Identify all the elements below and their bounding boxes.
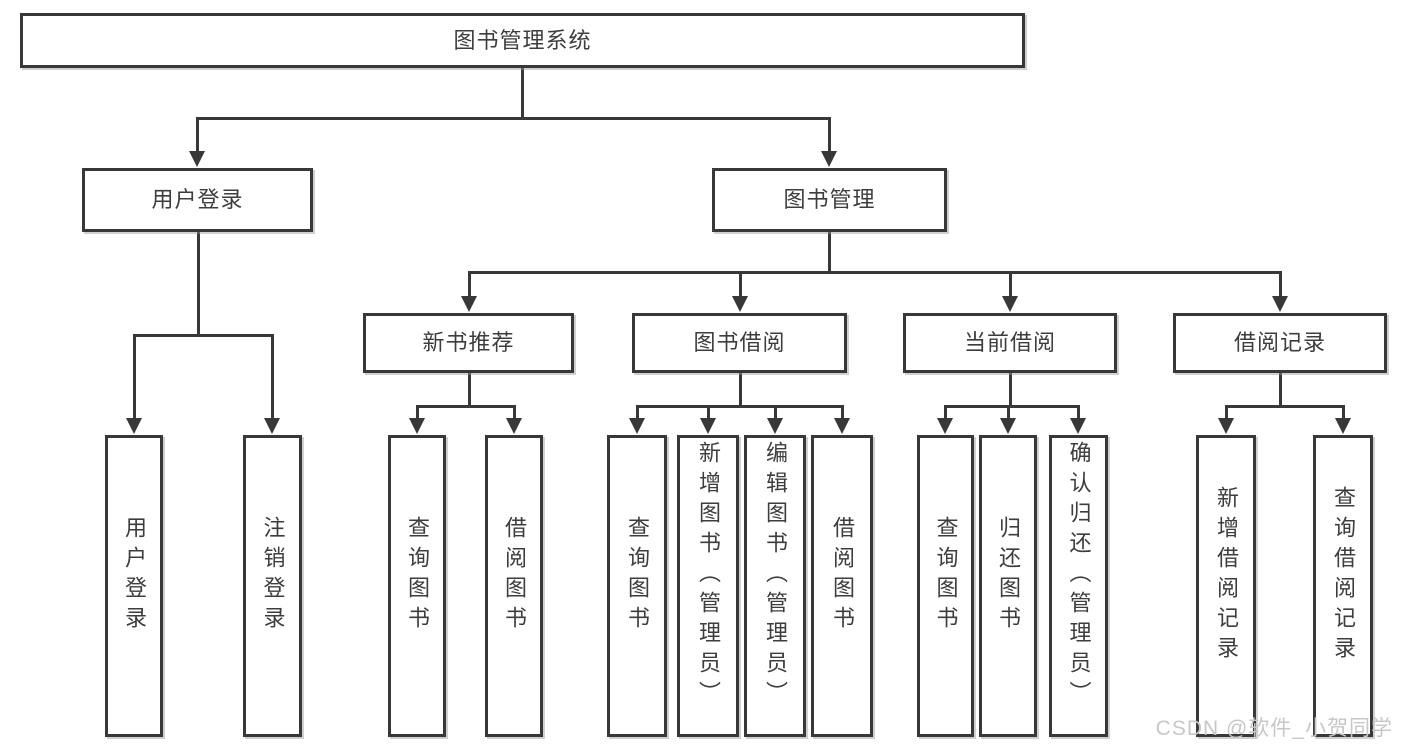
node-leaf-confirm-return: 确认归还（管理员） <box>1049 435 1108 737</box>
arrowhead-down-icon <box>629 418 645 434</box>
edge-drop <box>1278 272 1282 300</box>
node-leaf-query-borrow-record: 查询借阅记录 <box>1313 435 1373 737</box>
node-label-leaf-query-book-3: 查询图书 <box>933 516 959 636</box>
edge-drop <box>132 335 136 422</box>
node-label-leaf-add-borrow-record: 新增借阅记录 <box>1214 486 1239 666</box>
arrowhead-down-icon <box>821 151 837 167</box>
edge-bar <box>943 404 1080 408</box>
arrowhead-down-icon <box>732 296 748 312</box>
node-label-leaf-query-book-2: 查询图书 <box>625 516 650 636</box>
edge-drop <box>827 118 831 155</box>
node-label-current-borrow: 当前借阅 <box>963 330 1056 355</box>
node-book-management: 图书管理 <box>712 168 947 232</box>
edge-drop <box>773 406 777 422</box>
node-current-borrow: 当前借阅 <box>903 313 1117 373</box>
arrowhead-down-icon <box>767 418 783 434</box>
node-label-leaf-borrow-book-1: 借阅图书 <box>502 516 527 636</box>
edge-bar <box>1224 404 1345 408</box>
edge-drop <box>943 406 947 422</box>
node-leaf-edit-book: 编辑图书（管理员） <box>744 435 806 737</box>
csdn-watermark: CSDN @软件_小贺同学 <box>1155 717 1393 740</box>
node-label-leaf-confirm-return: 确认归还（管理员） <box>1066 441 1092 711</box>
arrowhead-down-icon <box>1218 418 1234 434</box>
node-new-book-recommend: 新书推荐 <box>363 313 574 373</box>
node-leaf-logout: 注销登录 <box>243 435 302 737</box>
node-leaf-user-login: 用户登录 <box>105 435 163 737</box>
arrowhead-down-icon <box>506 418 522 434</box>
arrowhead-down-icon <box>937 418 953 434</box>
edge-stem <box>520 68 524 120</box>
node-label-leaf-user-login: 用户登录 <box>122 516 147 636</box>
node-label-leaf-edit-book: 编辑图书（管理员） <box>763 441 788 711</box>
edge-drop <box>1224 406 1228 422</box>
arrowhead-down-icon <box>189 151 205 167</box>
edge-drop <box>1008 272 1012 300</box>
arrowhead-down-icon <box>126 418 142 434</box>
edge-bar <box>635 404 844 408</box>
arrowhead-down-icon <box>1335 418 1351 434</box>
node-label-book-borrow: 图书借阅 <box>693 330 786 355</box>
edge-bar <box>415 404 516 408</box>
node-book-borrow: 图书借阅 <box>632 313 847 373</box>
edge-drop <box>738 272 742 300</box>
arrowhead-down-icon <box>409 418 425 434</box>
arrowhead-down-icon <box>1272 296 1288 312</box>
edge-stem <box>1008 373 1012 408</box>
arrowhead-down-icon <box>834 418 850 434</box>
node-leaf-return-book: 归还图书 <box>979 435 1037 737</box>
node-borrow-records: 借阅记录 <box>1173 313 1387 373</box>
edge-stem <box>1278 373 1282 408</box>
node-leaf-borrow-book-1: 借阅图书 <box>485 435 543 737</box>
node-label-borrow-records: 借阅记录 <box>1233 330 1326 355</box>
node-label-leaf-query-borrow-record: 查询借阅记录 <box>1331 486 1356 666</box>
edge-drop <box>1341 406 1345 422</box>
node-leaf-add-book: 新增图书（管理员） <box>677 435 739 737</box>
node-label-leaf-return-book: 归还图书 <box>996 516 1021 636</box>
edge-drop <box>512 406 516 422</box>
node-label-leaf-add-book: 新增图书（管理员） <box>696 441 721 711</box>
node-leaf-query-book-1: 查询图书 <box>388 435 446 737</box>
edge-bar <box>132 333 274 337</box>
edge-bar <box>195 116 831 120</box>
node-label-new-book-recommend: 新书推荐 <box>422 330 515 355</box>
arrowhead-down-icon <box>461 296 477 312</box>
edge-stem <box>738 373 742 408</box>
arrowhead-down-icon <box>1002 296 1018 312</box>
arrowhead-down-icon <box>1000 418 1016 434</box>
node-label-book-management: 图书管理 <box>783 187 876 212</box>
edge-drop <box>270 335 274 422</box>
edge-stem <box>827 232 831 274</box>
node-user-login: 用户登录 <box>82 168 313 232</box>
edge-drop <box>1006 406 1010 422</box>
node-label-leaf-borrow-book-2: 借阅图书 <box>830 516 855 636</box>
node-leaf-add-borrow-record: 新增借阅记录 <box>1196 435 1256 737</box>
node-leaf-borrow-book-2: 借阅图书 <box>811 435 873 737</box>
node-label-leaf-query-book-1: 查询图书 <box>405 516 430 636</box>
edge-drop <box>635 406 639 422</box>
edge-drop <box>840 406 844 422</box>
node-root: 图书管理系统 <box>20 13 1025 68</box>
node-label-root: 图书管理系统 <box>453 27 592 53</box>
node-leaf-query-book-3: 查询图书 <box>917 435 974 737</box>
edge-drop <box>467 272 471 300</box>
edge-stem <box>467 373 471 408</box>
edge-bar <box>467 270 1282 274</box>
edge-drop <box>415 406 419 422</box>
arrowhead-down-icon <box>700 418 716 434</box>
edge-drop <box>1076 406 1080 422</box>
node-label-leaf-logout: 注销登录 <box>260 516 286 636</box>
node-leaf-query-book-2: 查询图书 <box>607 435 667 737</box>
arrowhead-down-icon <box>1070 418 1086 434</box>
edge-stem <box>196 232 200 337</box>
node-label-user-login: 用户登录 <box>151 187 244 212</box>
edge-drop <box>706 406 710 422</box>
arrowhead-down-icon <box>264 418 280 434</box>
edge-drop <box>195 118 199 155</box>
